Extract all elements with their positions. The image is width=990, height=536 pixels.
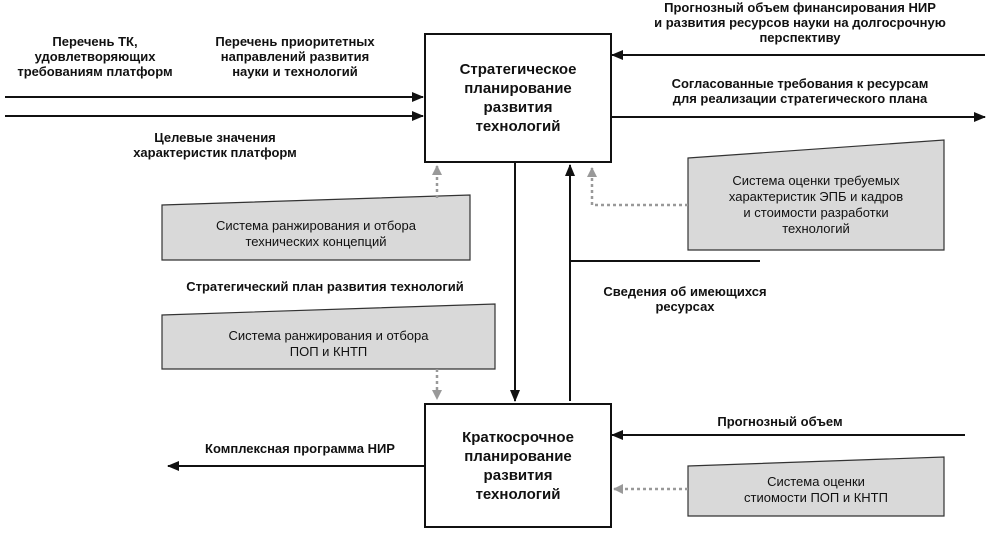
system-shape-ranking-concepts [161, 194, 471, 261]
block-line: Краткосрочное [462, 428, 574, 446]
label-line: Целевые значения [154, 130, 276, 145]
label-tk-list: Перечень ТК, удовлетворяющих требованиям… [0, 34, 190, 79]
block-line: технологий [475, 485, 561, 503]
system-assessment-epb: Система оценки требуемых характеристик Э… [688, 167, 944, 243]
label-line: и развития ресурсов науки на долгосрочну… [654, 15, 946, 30]
system-line: Система ранжирования и отбора [215, 218, 416, 233]
label-line: науки и технологий [232, 64, 358, 79]
label-line: для реализации стратегического плана [672, 91, 928, 106]
system-shape-assessment-cost [687, 456, 945, 517]
block-line: Стратегическое [459, 61, 577, 78]
label-target-values: Целевые значения характеристик платформ [110, 130, 320, 160]
label-line: Прогнозный объем [717, 414, 843, 429]
dotted-assessment-epb [587, 167, 688, 207]
system-line: стиомости ПОП и КНТП [744, 490, 888, 505]
system-line: технологий [782, 221, 850, 236]
strategic-planning-block: Стратегическое планирование развития тех… [424, 33, 612, 163]
block-line: планирование [464, 447, 572, 465]
label-complex-program: Комплексная программа НИР [185, 441, 415, 456]
label-line: Стратегический план развития технологий [186, 279, 464, 294]
label-line: удовлетворяющих [34, 49, 156, 64]
label-line: характеристик платформ [133, 145, 297, 160]
system-ranking-pop: Система ранжирования и отбора ПОП и КНТП [162, 322, 495, 366]
label-forecast-funding: Прогнозный объем финансирования НИР и ра… [625, 0, 975, 45]
block-line: развития [483, 466, 553, 484]
system-assessment-cost: Система оценки стиомости ПОП и КНТП [688, 468, 944, 512]
label-strategic-plan: Стратегический план развития технологий [150, 279, 500, 294]
label-line: Перечень приоритетных [215, 34, 375, 49]
label-forecast-volume: Прогнозный объем [690, 414, 870, 429]
label-line: перспективу [759, 30, 841, 45]
label-line: ресурсах [655, 299, 715, 314]
system-line: характеристик ЭПБ и кадров [728, 189, 904, 204]
system-line: Система оценки требуемых [732, 173, 900, 188]
system-shape-assessment-epb [687, 139, 945, 251]
label-resource-info: Сведения об имеющихся ресурсах [580, 284, 790, 314]
label-priority-list: Перечень приоритетных направлений развит… [195, 34, 395, 79]
system-shape-ranking-pop [161, 303, 496, 370]
label-line: Комплексная программа НИР [205, 441, 395, 456]
block-line: технологий [475, 118, 561, 135]
label-line: Прогнозный объем финансирования НИР [664, 0, 936, 15]
label-line: Согласованные требования к ресурсам [671, 76, 929, 91]
system-line: и стоимости разработки [743, 205, 889, 220]
short-term-planning-block: Краткосрочное планирование развития техн… [424, 403, 612, 528]
label-line: Перечень ТК, [52, 34, 138, 49]
label-line: требованиям платформ [17, 64, 173, 79]
label-line: Сведения об имеющихся [603, 284, 767, 299]
label-agreed-requirements: Согласованные требования к ресурсам для … [640, 76, 960, 106]
label-line: направлений развития [220, 49, 370, 64]
system-ranking-concepts: Система ранжирования и отбора технически… [162, 212, 470, 256]
system-line: Система ранжирования и отбора [228, 328, 429, 343]
block-line: планирование [464, 80, 572, 97]
block-line: развития [483, 99, 553, 116]
system-line: ПОП и КНТП [289, 344, 368, 359]
system-line: Система оценки [767, 474, 865, 489]
system-line: технических концепций [245, 234, 387, 249]
